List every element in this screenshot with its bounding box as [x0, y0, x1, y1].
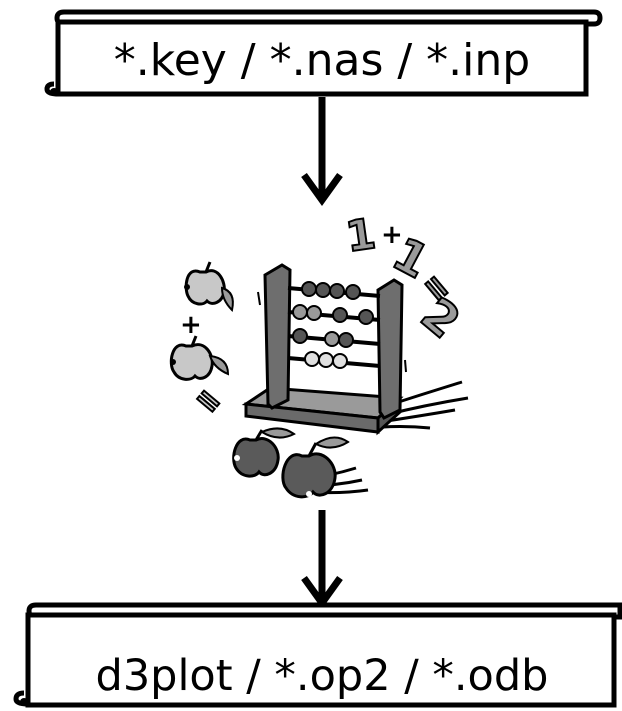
abacus-icon: [241, 263, 404, 436]
apple-equals: =: [186, 377, 231, 423]
input-label: *.key / *.nas / *.inp: [114, 35, 530, 86]
apple-icon: [169, 335, 230, 381]
scroll-body: [55, 19, 589, 97]
scroll-body: [25, 612, 617, 708]
output-label: d3plot / *.op2 / *.odb: [96, 651, 549, 701]
scroll-curl-dot: [20, 698, 28, 706]
apple-equation: + =: [169, 261, 350, 499]
abacus-beads: [292, 281, 374, 369]
abacus-illustration: 1 + 1 = 2 + =: [169, 208, 472, 499]
apple-icon: [232, 427, 296, 478]
equation-plus: +: [381, 220, 403, 250]
output-scroll: d3plot / *.op2 / *.odb: [13, 602, 622, 708]
scroll-curl-dot: [50, 88, 58, 96]
abacus-equation: 1 + 1 = 2: [342, 208, 472, 350]
apple-plus: +: [180, 310, 202, 340]
arrow-down-icon: [301, 97, 343, 206]
apple-icon: [184, 261, 234, 312]
apple-icon: [281, 436, 350, 499]
arrow-down-icon: [301, 510, 343, 609]
input-scroll: *.key / *.nas / *.inp: [44, 9, 603, 97]
equation-one-a: 1: [343, 209, 379, 262]
